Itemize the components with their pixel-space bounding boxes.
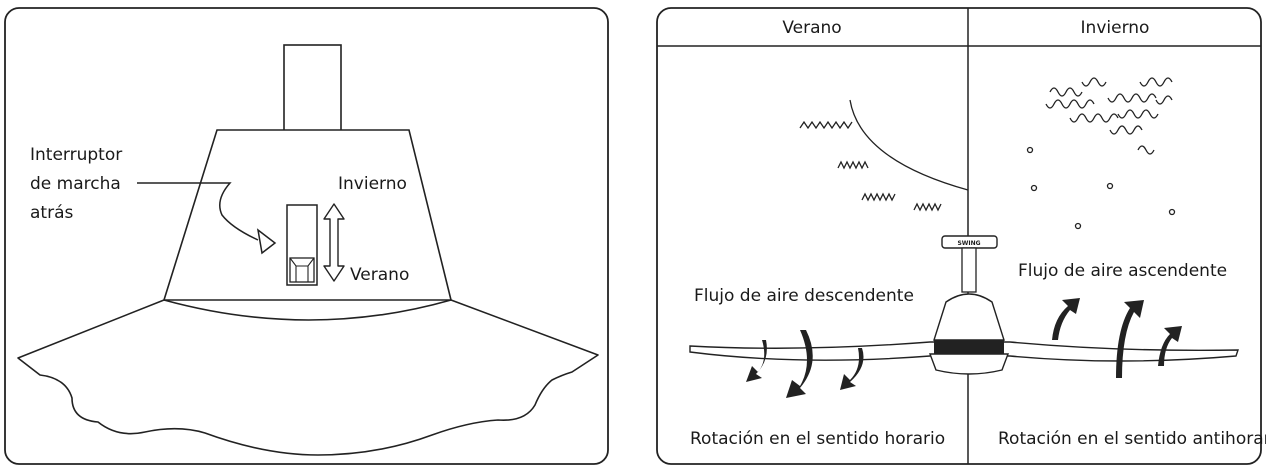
fan-blades	[17, 299, 599, 456]
switch-knob-detail	[289, 257, 315, 282]
ceiling-fan: SWING	[689, 235, 1239, 375]
housing-bottom-curve	[163, 299, 452, 321]
switch-label-line1: Interruptor	[30, 145, 122, 165]
fan-blade-hub	[934, 340, 1004, 354]
col-header-summer: Verano	[782, 18, 841, 38]
switch-label-line3: atrás	[30, 203, 73, 223]
fan-downrod	[961, 247, 977, 293]
left-panel-frame	[4, 7, 609, 465]
winter-label: Invierno	[338, 174, 407, 194]
up-arrows	[1052, 298, 1182, 378]
summer-label: Verano	[350, 265, 409, 285]
rotation-clockwise-label: Rotación en el sentido horario	[690, 429, 945, 449]
right-panel-frame	[656, 7, 1262, 465]
brand-label: SWING	[957, 240, 980, 247]
airflow-up-label: Flujo de aire ascendente	[1018, 261, 1227, 281]
col-header-winter: Invierno	[1081, 18, 1150, 38]
downrod	[283, 44, 342, 132]
leader-line	[137, 182, 259, 241]
down-arrows	[746, 330, 864, 398]
left-panel: Interruptor de marcha atrás Invierno Ver…	[4, 7, 609, 465]
fan-motor	[933, 293, 1005, 341]
switch-label-line2: de marcha	[30, 174, 121, 194]
up-down-arrow	[323, 203, 345, 282]
summer-air-lines	[799, 99, 969, 212]
switch-knob	[289, 257, 315, 283]
right-panel: Verano Invierno	[656, 7, 1266, 465]
winter-air-lines	[1026, 77, 1176, 230]
rotation-counterclockwise-label: Rotación en el sentido antihorario	[998, 429, 1266, 449]
airflow-down-label: Flujo de aire descendente	[694, 286, 914, 306]
leader-arrowhead	[256, 228, 277, 255]
fan-light-kit	[928, 353, 1010, 375]
